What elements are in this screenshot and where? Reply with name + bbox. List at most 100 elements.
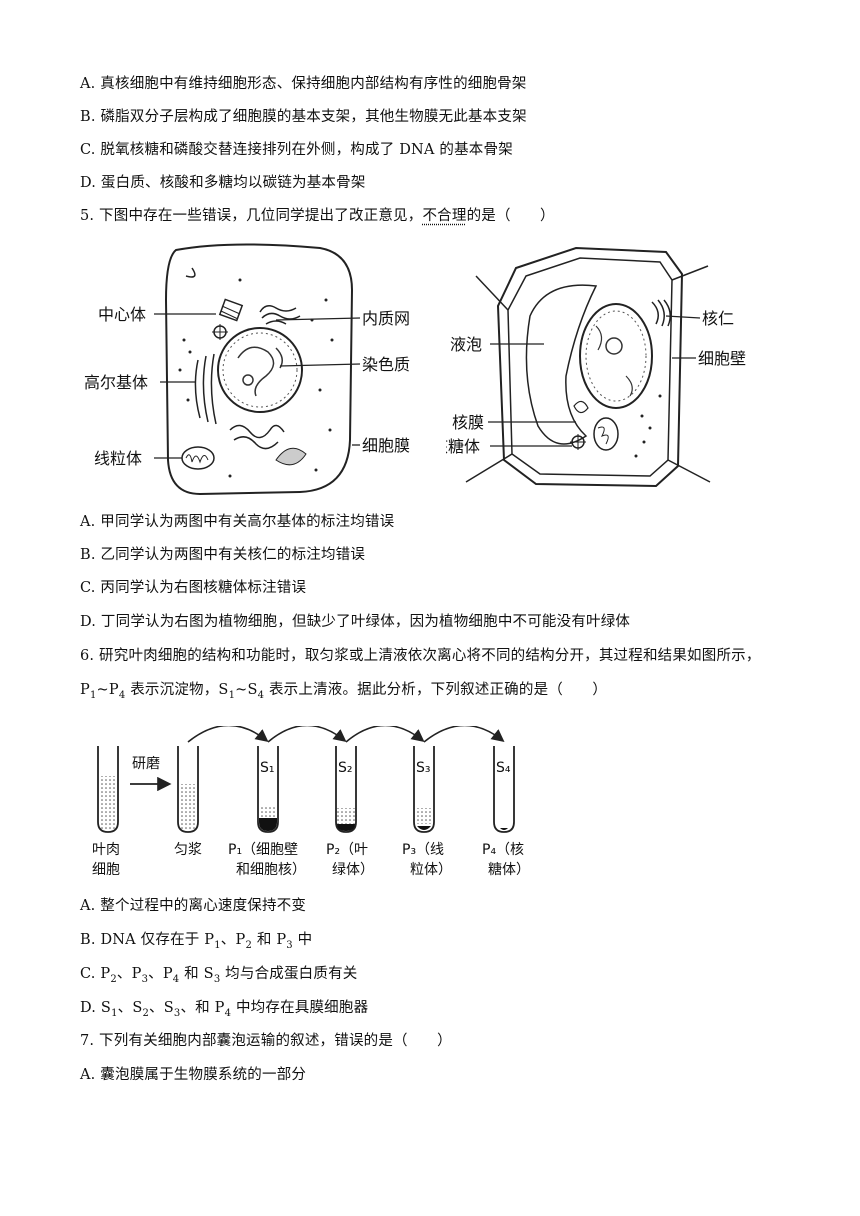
q5-stem-after: 的是（ ）: [466, 208, 555, 224]
label-nuclear-membrane: 核膜: [452, 413, 484, 432]
label-s1: S₁: [260, 760, 275, 776]
q5-stem: 5. 下图中存在一些错误，几位同学提出了改正意见，不合理的是（ ）: [80, 206, 555, 226]
label-er: 内质网: [362, 309, 410, 328]
sub-3: 3: [213, 973, 221, 985]
q7-option-a: A. 囊泡膜属于生物膜系统的一部分: [80, 1067, 307, 1083]
opt-b-pre: B. DNA 仅存在于 P: [80, 932, 215, 948]
label-golgi: 高尔基体: [84, 373, 148, 392]
er-shape: [259, 305, 301, 325]
label-p1-line1: P₁（细胞壁: [228, 842, 298, 858]
label-p2-line2: 绿体）: [332, 862, 374, 878]
plant-golgi-shape: [651, 299, 671, 327]
q5-stem-before: 5. 下图中存在一些错误，几位同学提出了改正意见，: [80, 208, 423, 224]
q7-stem: 7. 下列有关细胞内部囊泡运输的叙述，错误的是（ ）: [80, 1033, 452, 1049]
label-ribosome: 核糖体: [446, 437, 480, 456]
q4-option-c: C. 脱氧核糖和磷酸交替连接排列在外侧，构成了 DNA 的基本骨架: [80, 142, 513, 158]
sub-3: 3: [173, 1007, 181, 1019]
vacuole-shape: [525, 284, 598, 445]
centrosome-shape: [212, 298, 244, 340]
label-vacuole: 液泡: [450, 335, 482, 354]
q6-option-a: A. 整个过程中的离心速度保持不变: [80, 898, 307, 914]
opt-d-c: 、和 P: [180, 1000, 225, 1016]
opt-c-c: 和 S: [179, 966, 214, 982]
q4-option-b: B. 磷脂双分子层构成了细胞膜的基本支架，其他生物膜无此基本支架: [80, 109, 527, 125]
q6-option-c: C. P2、P3、P4 和 S3 均与合成蛋白质有关: [80, 964, 357, 990]
label-p2-line1: P₂（叶: [326, 842, 368, 858]
opt-c-post: 均与合成蛋白质有关: [220, 966, 358, 982]
label-membrane: 细胞膜: [362, 436, 410, 455]
opt-b-mid2: 和 P: [252, 932, 287, 948]
opt-c-b: 、P: [148, 966, 173, 982]
label-cells-1: 叶肉: [92, 842, 120, 858]
q6-option-d: D. S1、S2、S3、和 P4 中均存在具膜细胞器: [80, 998, 368, 1024]
cell-wall-shape: [496, 246, 684, 488]
text-precipitate: 表示沉淀物，S: [125, 682, 229, 698]
q6-option-b: B. DNA 仅存在于 P1、P2 和 P3 中: [80, 930, 312, 956]
sub-3: 3: [286, 939, 293, 951]
sub-1: 1: [214, 939, 221, 951]
label-cell-wall: 细胞壁: [698, 349, 746, 368]
text-supernatant: 表示上清液。据此分析，下列叙述正确的是（ ）: [264, 682, 608, 698]
tube-leaf-cells: [97, 746, 119, 833]
tube-homogenate: [177, 746, 199, 833]
sub-4: 4: [224, 1007, 232, 1019]
q4-option-a: A. 真核细胞中有维持细胞形态、保持细胞内部结构有序性的细胞骨架: [80, 76, 527, 92]
q5-option-b: B. 乙同学认为两图中有关核仁的标注均错误: [80, 547, 366, 563]
tube-s4: [493, 746, 515, 833]
label-chromatin: 染色质: [362, 355, 410, 374]
q5-option-a: A. 甲同学认为两图中有关高尔基体的标注均错误: [80, 514, 395, 530]
label-s2: S₂: [338, 760, 353, 776]
nucleus-shape: [217, 327, 303, 413]
plant-ribosome-cluster: [570, 434, 586, 450]
q4-option-d: D. 蛋白质、核酸和多糖均以碳链为基本骨架: [80, 175, 366, 191]
label-nucleolus: 核仁: [702, 309, 734, 328]
sub-2: 2: [142, 1007, 150, 1019]
sub-1: 1: [89, 689, 97, 701]
plant-nucleus-shape: [579, 303, 653, 409]
q5-stem-emphasis: 不合理: [422, 208, 467, 224]
text-range: ~P: [96, 682, 119, 698]
label-centrosome: 中心体: [98, 305, 146, 324]
opt-c-a: 、P: [116, 966, 142, 982]
mitochondrion-shape: [181, 446, 215, 470]
label-grind: 研磨: [132, 756, 160, 772]
text-range-s: ~S: [235, 682, 258, 698]
plant-cell-diagram: 核仁 液泡 细胞壁 核膜 核糖体: [446, 246, 746, 488]
opt-c-pre: C. P: [80, 966, 111, 982]
text-p: P: [80, 682, 90, 698]
opt-b-mid1: 、P: [220, 932, 246, 948]
opt-d-post: 中均存在具膜细胞器: [231, 1000, 369, 1016]
centrifugation-diagram: 研磨 S₁ S₂ S₃ S₄ 叶肉 细胞 匀浆 P₁（细胞壁 和细胞核） P₂（…: [92, 726, 530, 878]
golgi-shape: [194, 353, 217, 425]
q5-option-c: C. 丙同学认为右图核糖体标注错误: [80, 580, 307, 596]
tube-s2: [335, 746, 357, 833]
sub-4: 4: [118, 689, 126, 701]
label-cells-2: 细胞: [92, 862, 120, 878]
label-p4-line2: 糖体）: [488, 862, 530, 878]
sub-2: 2: [245, 939, 253, 951]
q6-stem-line1: 6. 研究叶肉细胞的结构和功能时，取匀浆或上清液依次离心将不同的结构分开，其过程…: [80, 648, 761, 664]
opt-b-post: 中: [292, 932, 313, 948]
label-mitochondria: 线粒体: [94, 449, 142, 468]
opt-d-pre: D. S: [80, 1000, 112, 1016]
label-homogenate: 匀浆: [174, 842, 202, 858]
tube-s1: [257, 746, 279, 833]
sub-4: 4: [257, 689, 265, 701]
q5-option-d: D. 丁同学认为右图为植物细胞，但缺少了叶绿体，因为植物细胞中不可能没有叶绿体: [80, 614, 631, 630]
opt-d-a: 、S: [117, 1000, 143, 1016]
sub-1: 1: [111, 1007, 118, 1019]
sub-4: 4: [172, 973, 180, 985]
animal-cell-outline: [164, 243, 354, 496]
q6-stem-line2: P1~P4 表示沉淀物，S1~S4 表示上清液。据此分析，下列叙述正确的是（ ）: [80, 680, 607, 706]
label-p1-line2: 和细胞核）: [236, 862, 306, 878]
animal-cell-diagram: 中心体 内质网 高尔基体 染色质 线粒体 细胞膜: [84, 243, 410, 496]
label-p4-line1: P₄（核: [482, 842, 524, 858]
sub-3: 3: [141, 973, 149, 985]
sub-1: 1: [228, 689, 236, 701]
label-p3-line2: 粒体）: [410, 862, 452, 878]
opt-d-b: 、S: [149, 1000, 174, 1016]
label-s3: S₃: [416, 760, 431, 776]
label-p3-line1: P₃（线: [402, 842, 444, 858]
tube-s3: [413, 746, 435, 833]
sub-2: 2: [110, 973, 117, 985]
